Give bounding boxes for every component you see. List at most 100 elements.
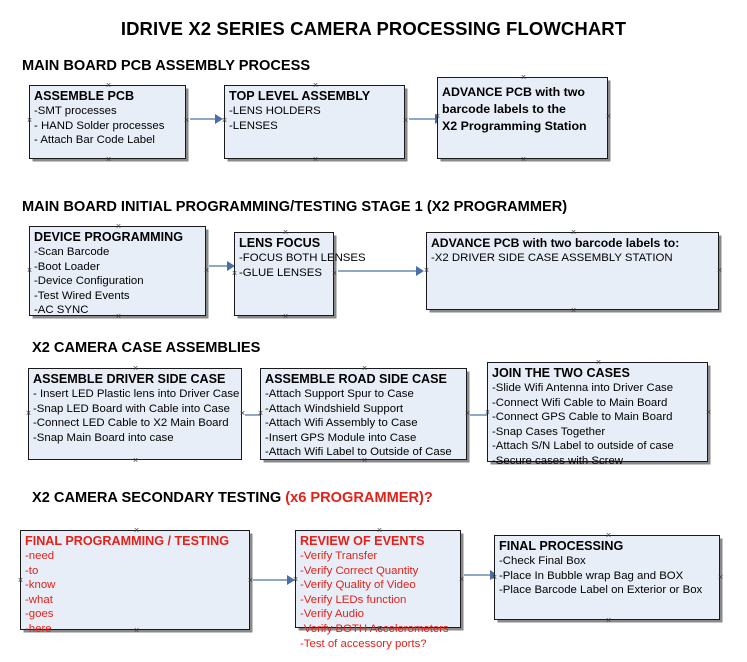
box-line: -SMT processes [34, 105, 117, 117]
box-join-the-two-cases[interactable]: JOIN THE TWO CASES -Slide Wifi Antenna i… [487, 359, 708, 467]
arrow-shaft [209, 265, 228, 267]
box-line: -here [25, 622, 52, 635]
connector-handle-right[interactable] [705, 409, 712, 416]
box-title: FINAL PROGRAMMING / TESTING [25, 534, 230, 548]
connector-handle-top[interactable] [282, 229, 289, 236]
connector-handle-left[interactable] [423, 267, 430, 274]
arrow-assemble-pcb-to-top-level [190, 114, 223, 124]
box-advance-pcb-programming-station[interactable]: ADVANCE PCB with two barcode labels to t… [437, 77, 608, 159]
arrow-device-programming-to-lens-focus [209, 261, 235, 271]
connector-handle-right[interactable] [717, 574, 724, 581]
box-advance-pcb-driver-side-station[interactable]: ADVANCE PCB with two barcode labels to: … [426, 232, 719, 310]
connector-handle-right[interactable] [183, 117, 190, 124]
connector-handle-left[interactable] [25, 410, 32, 417]
box-top-level-assembly[interactable]: TOP LEVEL ASSEMBLY -LENS HOLDERS -LENSES [224, 85, 405, 159]
connector-handle-left[interactable] [231, 270, 238, 277]
box-line: -Verify Audio [300, 608, 364, 621]
connector-handle-left[interactable] [17, 577, 24, 584]
arrow-head [215, 114, 223, 124]
box-line: -Test Wired Events [34, 289, 130, 302]
box-line: -goes [25, 608, 54, 621]
box-line: - Insert LED Plastic lens into Driver Ca… [33, 388, 240, 400]
connector-handle-top[interactable] [520, 74, 527, 81]
box-line: -Secure cases with Screw [492, 454, 624, 467]
connector-handle-right[interactable] [331, 270, 338, 277]
connector-handle-top[interactable] [570, 229, 577, 236]
box-line: -Place Barcode Label on Exterior or Box [499, 584, 703, 597]
box-title: ADVANCE PCB with two barcode labels to: [431, 236, 680, 250]
box-title: REVIEW OF EVENTS [300, 534, 425, 548]
box-line: -LENSES [229, 119, 278, 132]
box-assemble-road-side-case[interactable]: ASSEMBLE ROAD SIDE CASE -Attach Support … [260, 368, 467, 460]
box-line: -Connect GPS Cable to Main Board [492, 411, 673, 424]
box-line: -Verify Correct Quantity [300, 564, 419, 577]
box-line: -Snap Main Board into case [33, 431, 174, 444]
connector-handle-top[interactable] [376, 527, 383, 534]
section-heading-text: X2 CAMERA SECONDARY TESTING [32, 490, 286, 506]
arrow-final-programming-to-review-events [253, 575, 295, 585]
box-line: -need [25, 550, 55, 562]
connector-handle-top[interactable] [361, 365, 368, 372]
connector-handle-bottom[interactable] [570, 307, 577, 314]
section-heading-x2-camera-secondary-testing: X2 CAMERA SECONDARY TESTING (x6 PROGRAMM… [32, 490, 433, 506]
box-final-processing[interactable]: FINAL PROCESSING -Check Final Box -Place… [494, 535, 720, 620]
connector-handle-bottom[interactable] [105, 156, 112, 163]
connector-handle-right[interactable] [716, 267, 723, 274]
connector-handle-top[interactable] [132, 365, 139, 372]
box-title: ASSEMBLE ROAD SIDE CASE [265, 372, 447, 386]
box-line: - HAND Solder processes [34, 119, 165, 132]
connector-handle-right[interactable] [402, 117, 409, 124]
connector-handle-bottom[interactable] [520, 156, 527, 163]
box-line: -Check Final Box [499, 555, 586, 567]
arrow-shaft [245, 414, 268, 416]
box-title: LENS FOCUS [239, 236, 321, 250]
box-line: -Attach Wifi Assembly to Case [265, 417, 418, 430]
section-heading-text: MAIN BOARD PCB ASSEMBLY PROCESS [22, 58, 311, 74]
section-heading-main-board-pcb-assembly: MAIN BOARD PCB ASSEMBLY PROCESS [22, 58, 310, 74]
box-line: -Snap LED Board with Cable into Case [33, 402, 230, 415]
connector-handle-top[interactable] [605, 532, 612, 539]
box-title: FINAL PROCESSING [499, 539, 624, 553]
connector-handle-bottom[interactable] [132, 457, 139, 464]
box-line: ADVANCE PCB with two [442, 85, 585, 99]
arrow-head [227, 261, 235, 271]
box-device-programming[interactable]: DEVICE PROGRAMMING -Scan Barcode -Boot L… [29, 226, 206, 316]
connector-handle-top[interactable] [115, 223, 122, 230]
box-line: - Attach Bar Code Label [34, 134, 155, 147]
section-heading-x2-camera-case-assemblies: X2 CAMERA CASE ASSEMBLIES [32, 340, 260, 356]
section-heading-main-board-initial-programming: MAIN BOARD INITIAL PROGRAMMING/TESTING S… [22, 199, 567, 215]
box-title: JOIN THE TWO CASES [492, 366, 630, 380]
box-review-of-events[interactable]: REVIEW OF EVENTS -Verify Transfer -Verif… [295, 527, 461, 650]
connector-handle-top[interactable] [105, 82, 112, 89]
connector-handle-left[interactable] [26, 117, 33, 124]
connector-handle-bottom[interactable] [282, 313, 289, 320]
box-final-programming-testing[interactable]: FINAL PROGRAMMING / TESTING -need -to -k… [17, 527, 250, 635]
box-line: -Connect Wifi Cable to Main Board [492, 396, 668, 409]
box-assemble-pcb[interactable]: ASSEMBLE PCB -SMT processes - HAND Solde… [29, 85, 186, 159]
connector-handle-bottom[interactable] [605, 617, 612, 624]
connector-handle-bottom[interactable] [312, 156, 319, 163]
box-line: -GLUE LENSES [239, 266, 322, 279]
box-line: -Verify Transfer [300, 550, 378, 562]
arrow-head [416, 266, 424, 276]
box-line: X2 Programming Station [442, 119, 587, 133]
section-heading-note: (x6 PROGRAMMER)? [285, 490, 433, 506]
arrow-shaft [470, 414, 488, 416]
box-assemble-driver-side-case[interactable]: ASSEMBLE DRIVER SIDE CASE - Insert LED P… [28, 368, 242, 460]
box-line: -Attach S/N Label to outside of case [492, 440, 674, 453]
connector-handle-top[interactable] [312, 82, 319, 89]
box-line: -Attach Windshield Support [265, 402, 404, 415]
connector-handle-right[interactable] [605, 113, 612, 120]
connector-handle-left[interactable] [26, 267, 33, 274]
arrow-shaft [409, 118, 436, 120]
connector-handle-top[interactable] [595, 359, 602, 366]
box-line: -Snap Cases Together [492, 425, 606, 438]
box-line: -FOCUS BOTH LENSES [239, 252, 366, 264]
box-line-overflow: -Test of accessory ports? [300, 637, 427, 650]
box-lens-focus[interactable]: LENS FOCUS -FOCUS BOTH LENSES -GLUE LENS… [231, 229, 366, 316]
connector-handle-top[interactable] [133, 527, 140, 534]
box-title: ASSEMBLE DRIVER SIDE CASE [33, 372, 226, 386]
box-line: -Verify LEDs function [300, 593, 407, 606]
arrow-review-events-to-final-processing [464, 570, 498, 580]
